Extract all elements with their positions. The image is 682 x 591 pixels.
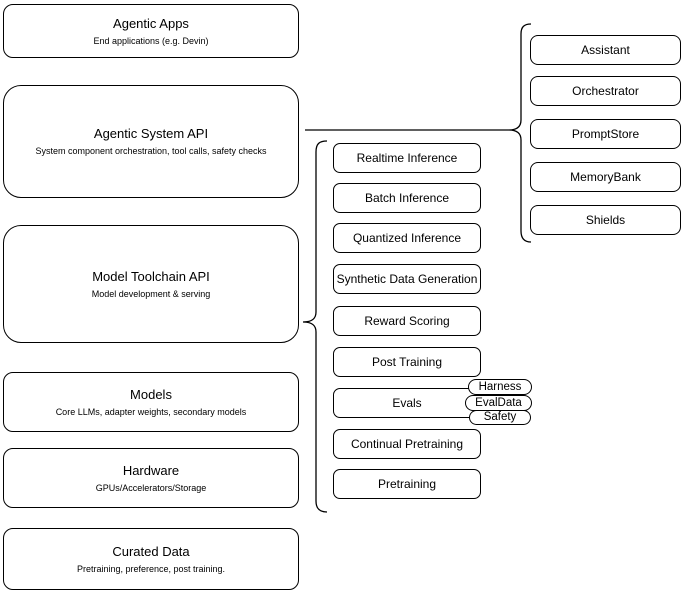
box-label: PromptStore	[571, 127, 640, 141]
box-title: Curated Data	[112, 543, 190, 559]
pill-label: EvalData	[475, 396, 522, 409]
box-assistant: Assistant	[530, 35, 681, 65]
box-label: Realtime Inference	[356, 151, 458, 165]
box-title: Agentic Apps	[113, 15, 189, 31]
box-label: Assistant	[581, 43, 630, 57]
box-quantized-inference: Quantized Inference	[333, 223, 481, 253]
box-hardware: Hardware GPUs/Accelerators/Storage	[3, 448, 299, 508]
box-label: Shields	[585, 213, 626, 227]
box-promptstore: PromptStore	[530, 119, 681, 149]
box-evals: Evals	[333, 388, 481, 418]
box-orchestrator: Orchestrator	[530, 76, 681, 106]
system-components-bracket	[508, 23, 532, 243]
box-agentic-apps: Agentic Apps End applications (e.g. Devi…	[3, 4, 299, 58]
box-title: Model Toolchain API	[92, 268, 210, 284]
box-pretraining: Pretraining	[333, 469, 481, 499]
box-title: Agentic System API	[93, 126, 209, 141]
box-label: Continual Pretraining	[350, 437, 464, 451]
pill-harness: Harness	[468, 379, 532, 395]
box-batch-inference: Batch Inference	[333, 183, 481, 213]
pill-safety: Safety	[469, 410, 531, 425]
box-agentic-system-api: Agentic System API System component orch…	[3, 85, 299, 198]
box-label: Batch Inference	[364, 191, 450, 205]
box-synthetic-data-generation: Synthetic Data Generation	[333, 264, 481, 294]
pill-label: Safety	[483, 411, 517, 423]
box-label: MemoryBank	[570, 170, 641, 184]
box-continual-pretraining: Continual Pretraining	[333, 429, 481, 459]
pill-label: Harness	[478, 380, 522, 393]
box-subtitle: Pretraining, preference, post training.	[76, 563, 226, 574]
box-label: Quantized Inference	[352, 231, 462, 245]
box-realtime-inference: Realtime Inference	[333, 143, 481, 173]
box-post-training: Post Training	[333, 347, 481, 377]
box-shields: Shields	[530, 205, 681, 235]
box-subtitle: System component orchestration, tool cal…	[35, 146, 267, 156]
pill-evaldata: EvalData	[465, 395, 532, 411]
box-model-toolchain-api: Model Toolchain API Model development & …	[3, 225, 299, 343]
toolchain-bracket	[302, 140, 328, 513]
box-subtitle: Model development & serving	[91, 288, 211, 299]
box-label: Pretraining	[377, 477, 437, 491]
box-title: Hardware	[122, 462, 180, 478]
box-label: Reward Scoring	[364, 314, 450, 328]
box-reward-scoring: Reward Scoring	[333, 306, 481, 336]
box-curated-data: Curated Data Pretraining, preference, po…	[3, 528, 299, 590]
box-subtitle: Core LLMs, adapter weights, secondary mo…	[55, 406, 247, 417]
box-label: Synthetic Data Generation	[336, 272, 478, 286]
box-subtitle: End applications (e.g. Devin)	[93, 35, 209, 46]
box-subtitle: GPUs/Accelerators/Storage	[95, 482, 207, 493]
box-label: Evals	[392, 396, 422, 410]
box-models: Models Core LLMs, adapter weights, secon…	[3, 372, 299, 432]
box-memorybank: MemoryBank	[530, 162, 681, 192]
box-label: Post Training	[371, 355, 443, 369]
box-label: Orchestrator	[572, 84, 639, 98]
box-title: Models	[130, 386, 172, 402]
